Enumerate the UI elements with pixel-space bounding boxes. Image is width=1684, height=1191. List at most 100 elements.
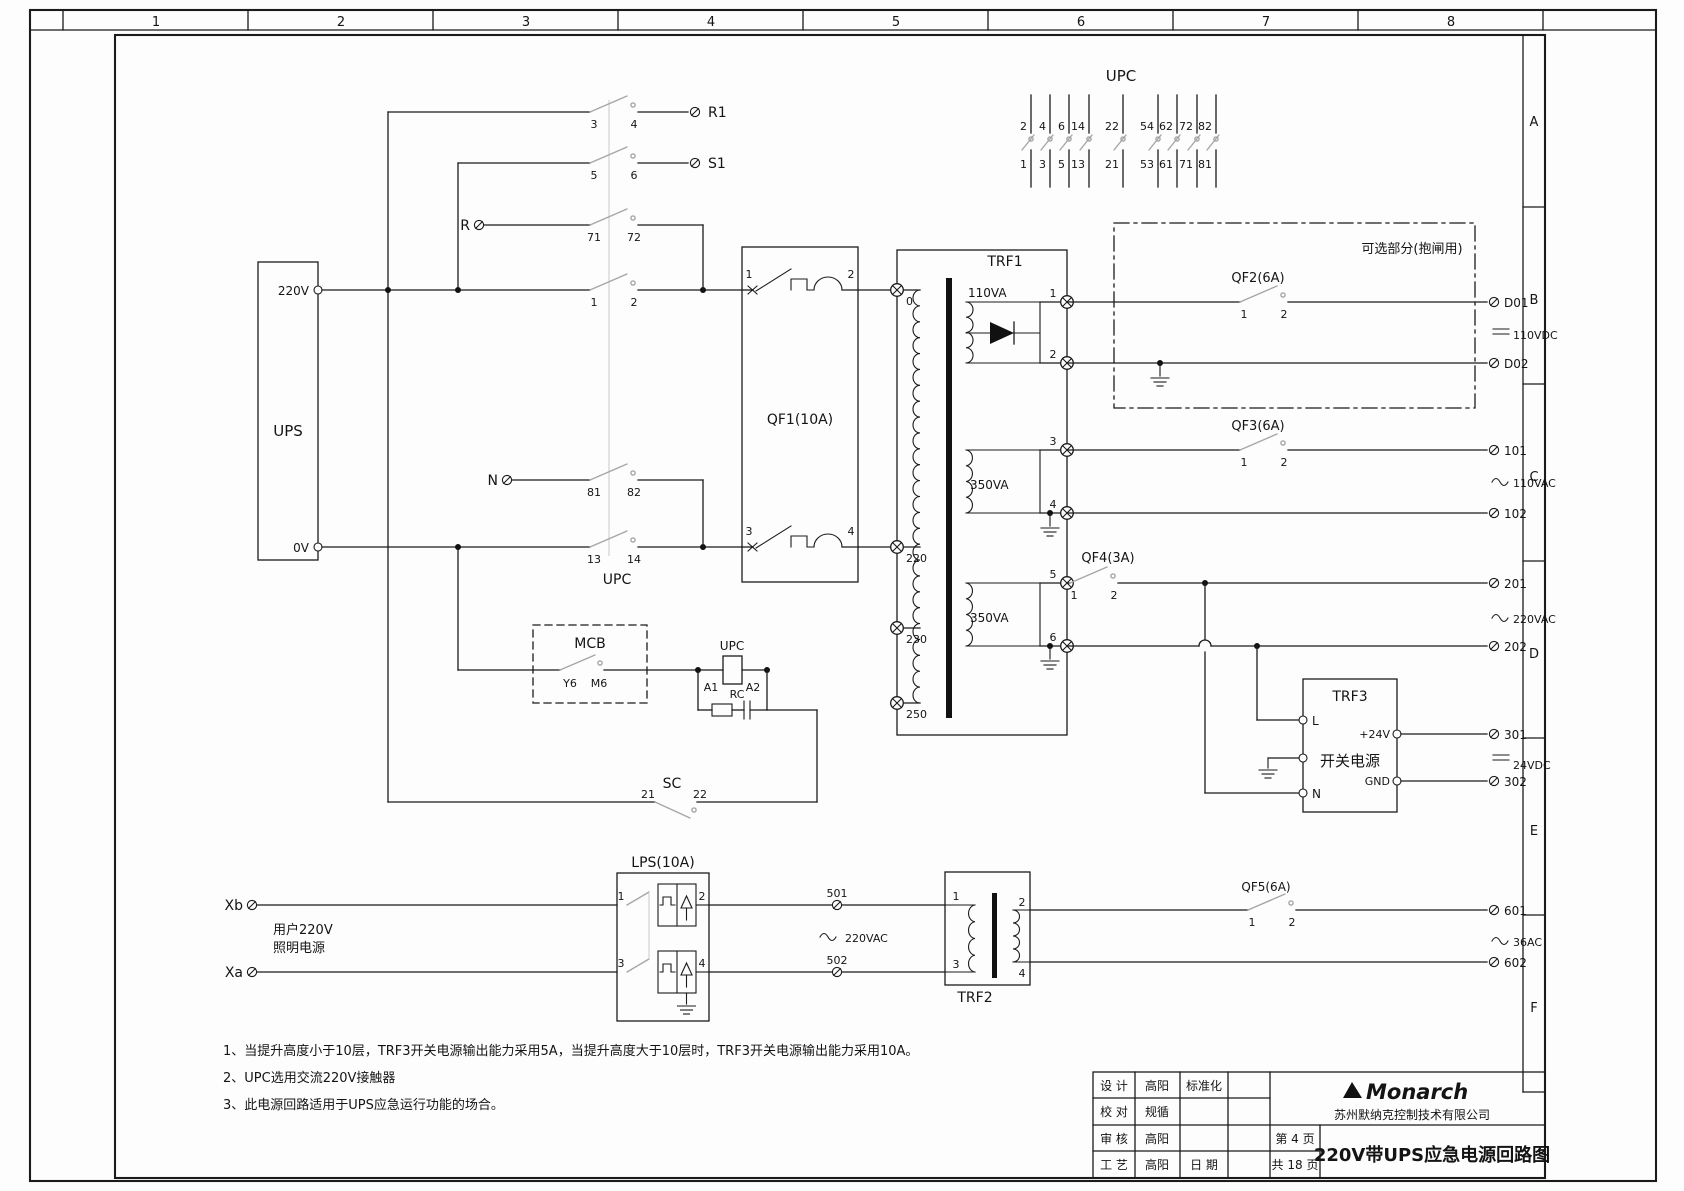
ac-symbol-icon [1491, 477, 1509, 487]
trf2-terminal-label: 1 [953, 890, 960, 903]
col-label: 4 [707, 15, 715, 30]
row-label: B [1530, 293, 1539, 308]
qf1-label: QF1(10A) [767, 412, 833, 428]
contact-blade-icon [1239, 285, 1278, 303]
contact-hook-icon [630, 102, 636, 108]
contact-label: 22 [693, 788, 707, 801]
voltage-label: 36AC [1513, 936, 1542, 949]
trf2-terminal-label: 4 [1019, 967, 1026, 980]
tap-terminal-icon [890, 696, 904, 710]
row-label: D [1529, 647, 1539, 662]
trf3-l-label: L [1312, 714, 1319, 728]
qf1-terminal-label: 2 [848, 268, 855, 281]
trf3-label: TRF3 [1331, 689, 1367, 705]
contact-label: 1 [1249, 916, 1256, 929]
optional-brake-box: 可选部分(抱闸用) QF2(6A) 1 2 D01 D02 110VDC [1066, 222, 1558, 409]
tb-design-name: 高阳 [1145, 1078, 1169, 1093]
wire-hop-icon [1198, 639, 1212, 647]
trf1-transformer: TRF1 0 220 230 250 110VA [890, 249, 1074, 736]
contact-blade-icon [626, 891, 650, 906]
terminal-slash-icon [1488, 640, 1500, 652]
terminal-slash-icon [1488, 357, 1500, 369]
contact-blade-icon [1239, 433, 1278, 451]
wire-502-label: 502 [827, 954, 848, 967]
contact-label: 6 [631, 169, 638, 182]
lighting-circuit: Xb 用户220V 照明电源 Xa LPS(10A) 1 2 3 [225, 855, 946, 1022]
contact-label: 4 [631, 118, 638, 131]
contact-blade-icon [589, 463, 628, 481]
svg-text:5: 5 [1058, 158, 1065, 171]
tap-terminal-icon [890, 540, 904, 554]
voltage-label: 220VAC [845, 932, 888, 945]
contact-label: 14 [627, 553, 641, 566]
sec-terminal-label: 1 [1050, 287, 1057, 300]
contact-hook-icon [1288, 900, 1294, 906]
contact-hook-icon [630, 280, 636, 286]
trf2-terminal-label: 2 [1019, 896, 1026, 909]
tap-label: 0 [906, 295, 913, 308]
mcb-terminal-label: Y6 [562, 677, 577, 690]
svg-text:71: 71 [1179, 158, 1193, 171]
primary-coil-icon [912, 289, 921, 704]
contact-hook-icon [630, 470, 636, 476]
contact-label: 81 [587, 486, 601, 499]
contact-label: 2 [631, 296, 638, 309]
trf3-psu: TRF3 开关电源 L N +24V GND 301 24VDC 302 [1258, 678, 1551, 813]
tb-page-label: 第 4 页 [1275, 1132, 1314, 1146]
r1-label: R1 [708, 105, 727, 121]
ups-0v-label: 0V [293, 541, 310, 555]
s1-label: S1 [708, 156, 726, 172]
coil-terminal-label: A2 [746, 681, 761, 694]
svg-text:53: 53 [1140, 158, 1154, 171]
contact-label: 2 [1111, 589, 1118, 602]
contact-hook-icon [630, 215, 636, 221]
notes: 1、当提升高度小于10层，TRF3开关电源输出能力采用5A，当提升高度大于10层… [223, 1043, 918, 1113]
contact-blade-icon [1069, 566, 1108, 584]
svg-text:13: 13 [1071, 158, 1085, 171]
contact-hook-icon [1110, 573, 1116, 579]
ups-terminal-icon [313, 285, 323, 295]
d02-label: D02 [1504, 357, 1529, 371]
row-label: C [1529, 470, 1538, 485]
rc-label: RC [730, 688, 745, 701]
upc-bank-label: UPC [1106, 67, 1137, 85]
svg-text:6: 6 [1058, 120, 1065, 133]
tb-check-name: 规循 [1145, 1104, 1169, 1119]
trf3-24v-label: +24V [1359, 728, 1390, 741]
row-label: A [1530, 115, 1539, 130]
col-label: 2 [337, 15, 345, 30]
d01-label: D01 [1504, 296, 1529, 310]
tb-audit-label: 审 核 [1100, 1131, 1128, 1146]
upc-coil-label: UPC [720, 639, 744, 653]
trf3-n-label: N [1312, 787, 1321, 801]
feed-r1: R1 3 4 [387, 95, 727, 131]
contact-label: 3 [591, 118, 598, 131]
sec-terminal-label: 6 [1050, 631, 1057, 644]
junction-dot [455, 544, 461, 550]
ac-symbol-icon [819, 932, 837, 942]
contact-blade-icon [589, 146, 628, 164]
tb-check-label: 校 对 [1100, 1104, 1128, 1119]
row-label: F [1530, 1001, 1537, 1016]
optional-label: 可选部分(抱闸用) [1361, 241, 1462, 257]
contact-hook-icon [1280, 440, 1286, 446]
magnetic-icon [680, 961, 693, 976]
out-602-label: 602 [1504, 956, 1527, 970]
terminal-slash-icon [689, 106, 701, 118]
contact-label: 1 [591, 296, 598, 309]
tb-audit-name: 高阳 [1145, 1131, 1169, 1146]
upc-pole: 43 [1039, 94, 1054, 188]
contact-hook-icon [1280, 292, 1286, 298]
contact-label: 21 [641, 788, 655, 801]
upc-coil-icon [722, 655, 743, 685]
contact-label: 5 [591, 169, 598, 182]
tap-label: 250 [906, 708, 927, 721]
ground-icon [1040, 527, 1060, 537]
column-ruler: 1 2 3 4 5 6 7 8 [62, 9, 1544, 31]
terminal-slash-icon [1488, 444, 1500, 456]
contact-label: 1 [1241, 456, 1248, 469]
upc-contact-group-label: UPC [603, 572, 632, 588]
trf3-sub-label: 开关电源 [1320, 752, 1380, 770]
